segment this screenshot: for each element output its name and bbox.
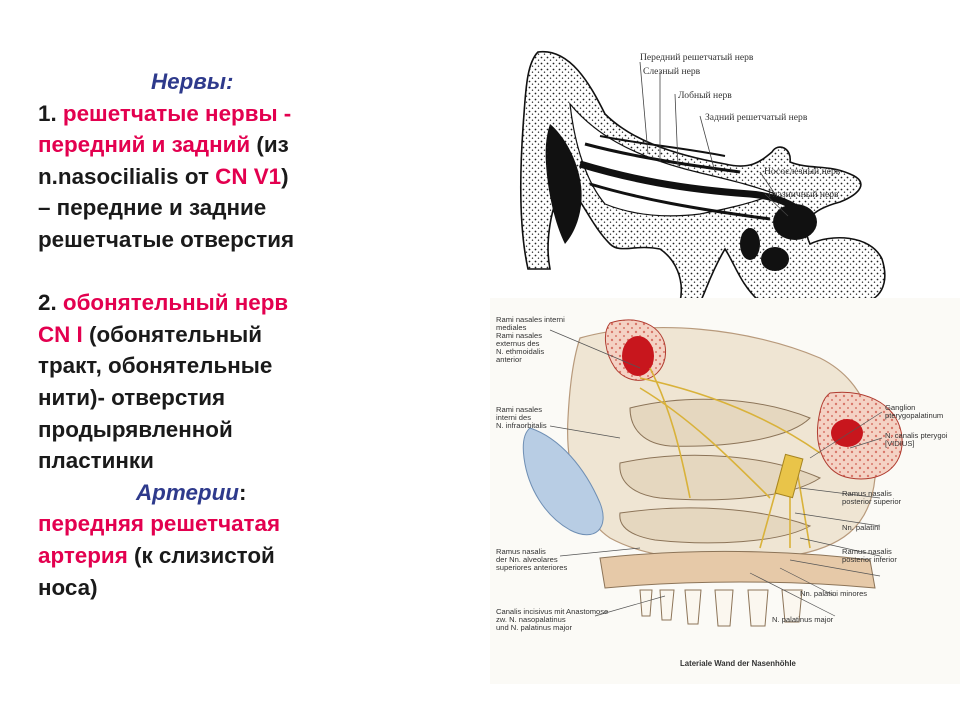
label-ramus-nasalis-posterior-superior: Ramus nasalis posterior superior (842, 489, 902, 506)
item1-line3: n.nasocilialis от CN V1) (38, 163, 289, 189)
label-ramus-nasalis-alveolares: Ramus nasalis der Nn. alveolares superio… (496, 547, 568, 572)
spacer (38, 256, 383, 288)
item1-line4: – передние и задние (38, 195, 267, 221)
artery-line2: артерия (к слизистой (38, 542, 275, 568)
label-lacrimal-nerve: Слезный нерв (643, 66, 701, 77)
label-rami-nasales-infraorbitalis: Rami nasales interni des N. infraorbital… (496, 405, 547, 430)
label-posterior-ethmoid-nerve: Задний решетчатый нерв (705, 112, 808, 123)
nasal-wall-illustration: Rami nasales interni mediales Rami nasal… (490, 298, 960, 684)
label-nn-palatini-minores: Nn. palatini minores (800, 589, 867, 598)
item1-line5: решетчатые отверстия (38, 226, 295, 252)
arteries-heading: Артерии (136, 479, 239, 505)
item2-line6: пластинки (38, 448, 154, 474)
label-ophthalmic-nerve: Глазничный нерв (768, 189, 839, 200)
label-frontal-nerve: Лобный нерв (678, 90, 732, 101)
cn-v1-term: CN V1 (215, 163, 282, 189)
item1-line2: передний и задний (из (38, 132, 289, 158)
nerves-heading: Нервы: (151, 69, 234, 94)
item2-line2: CN I (обонятельный (38, 321, 263, 347)
orbit-nerves-figure: Передний решетчатый нерв Слезный нерв Ло… (510, 44, 940, 306)
anterior-ethmoid-artery-term: передняя решетчатая (38, 511, 281, 537)
item1-line1: 1. решетчатые нервы - (38, 100, 292, 126)
item2-line5: продырявленной (38, 416, 233, 442)
artery-line3: носа) (38, 574, 98, 600)
label-ramus-nasalis-posterior-inferior: Ramus nasalis posterior inferior (842, 547, 897, 564)
label-canalis-pterygoidei: N. canalis pterygoi [VIDIUS] (885, 431, 950, 448)
label-nn-palatini: Nn. palatini (842, 523, 880, 532)
label-n-palatinus-major: N. palatinus major (772, 615, 834, 624)
slide-text: Нервы: 1. решетчатые нервы - передний и … (38, 66, 383, 603)
figure-caption: Lateriale Wand der Nasenhöhle (680, 659, 796, 668)
cn-i-term: CN I (38, 321, 83, 347)
label-ganglion-pterygopalatinum: Ganglion pterygopalatinum (885, 403, 943, 420)
artery-line1: передняя решетчатая (38, 508, 383, 540)
item2-line3: тракт, обонятельные (38, 353, 273, 379)
olfactory-nerve-term: обонятельный нерв (62, 290, 289, 316)
label-canalis-incisivus: Canalis incisivus mit Anastomose zw. N. … (496, 607, 610, 632)
item2-line4: нити)- отверстия (38, 384, 226, 410)
label-nasolacrimal-nerve: Носослезный нерв (764, 166, 841, 177)
label-anterior-ethmoid-nerve: Передний решетчатый нерв (640, 52, 754, 63)
arteries-heading-line: Артерии: (136, 479, 247, 505)
ethmoid-nerves-term: решетчатые нервы - (62, 100, 292, 126)
orbit-nerves-drawing: Передний решетчатый нерв Слезный нерв Ло… (519, 51, 886, 303)
label-rami-nasales-interni-mediales: Rami nasales interni mediales Rami nasal… (496, 315, 567, 364)
nasal-wall-figure: Rami nasales interni mediales Rami nasal… (490, 298, 960, 684)
item2-line1: 2. обонятельный нерв (38, 290, 289, 316)
